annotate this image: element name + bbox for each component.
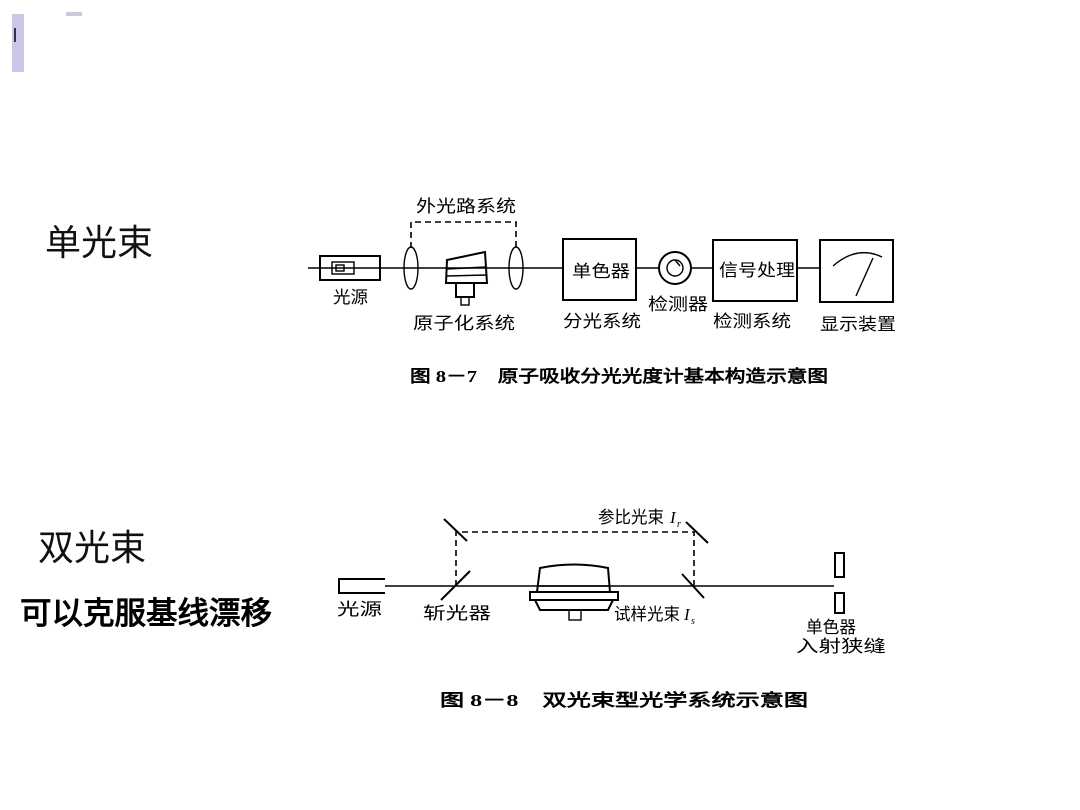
lamp-core <box>335 264 345 272</box>
double-beam-heading: 双光束 <box>38 528 146 568</box>
burner-body <box>455 282 475 298</box>
lens-1 <box>403 246 419 290</box>
light-source-lamp <box>319 255 381 281</box>
sample-beam-subscript: s <box>691 616 695 627</box>
dispersion-system-label: 分光系统 <box>563 312 641 331</box>
slit-jaw-lower <box>834 592 845 614</box>
light-source-lamp <box>338 578 385 594</box>
burner-flame-zone <box>535 563 612 593</box>
reference-beam-label: 参比光束 <box>598 508 664 527</box>
burner-head <box>444 250 489 284</box>
detection-system-label: 检测系统 <box>713 312 791 331</box>
detector-icon <box>658 251 692 285</box>
burner-slots <box>446 266 487 277</box>
meter-needle <box>855 257 874 297</box>
chopper-label: 斩光器 <box>423 604 491 623</box>
double-beam-note: 可以克服基线漂移 <box>20 596 272 631</box>
detector-label: 检测器 <box>648 295 708 314</box>
mirror-top-left <box>443 518 468 542</box>
display-box <box>819 239 894 303</box>
light-source-label: 光源 <box>333 288 368 307</box>
figure-double-beam: 参比光束 I r 光源 斩光器 试样光束 I s <box>337 508 886 710</box>
burner-head <box>529 591 619 601</box>
atomizer-label: 原子化系统 <box>413 314 515 333</box>
slide-decoration <box>12 12 82 72</box>
sample-beam-symbol: I <box>683 605 691 624</box>
slit-jaw-upper <box>834 552 845 578</box>
accent-dash <box>66 12 82 16</box>
signal-processing-box <box>712 239 798 302</box>
detector-mark <box>674 259 681 267</box>
lens-2 <box>508 246 524 290</box>
entrance-slit-label: 入射狭缝 <box>796 637 886 656</box>
signal-processing-label: 信号处理 <box>719 261 795 280</box>
external-optical-path-label: 外光路系统 <box>416 197 516 216</box>
burner-stem <box>568 609 582 621</box>
reference-beam-path <box>455 531 695 586</box>
sample-burner <box>529 563 619 621</box>
monochromator-label: 单色器 <box>806 618 856 637</box>
display-meter-icon <box>819 239 894 303</box>
accent-tick <box>14 28 16 42</box>
lamp-housing <box>319 255 381 281</box>
lamp-cathode <box>331 261 355 275</box>
reference-beam-subscript: r <box>677 519 681 530</box>
atomizer-burner <box>444 250 489 306</box>
detector-inner <box>666 259 684 277</box>
figure-8-7-caption: 图 8－7 原子吸收分光光度计基本构造示意图 <box>410 366 828 386</box>
sample-beam-label: 试样光束 <box>614 605 680 624</box>
figure-single-beam: 外光路系统 光源 原子化系统 单色器 分光系统 <box>308 197 896 386</box>
figure-8-8-caption: 图 8－8 双光束型光学系统示意图 <box>440 690 808 710</box>
single-beam-heading: 单光束 <box>45 223 153 263</box>
burner-stem <box>460 296 470 306</box>
external-optical-path-bracket <box>410 221 517 248</box>
monochromator-box <box>562 238 637 301</box>
entrance-slit <box>834 552 845 614</box>
mirror-top-right <box>685 521 709 544</box>
detector-outer <box>658 251 692 285</box>
reference-beam-symbol: I <box>669 508 677 527</box>
monochromator-label: 单色器 <box>572 262 630 281</box>
light-source-label: 光源 <box>337 600 382 619</box>
accent-bar <box>12 14 24 72</box>
display-label: 显示装置 <box>820 315 896 334</box>
burner-base <box>533 599 615 611</box>
meter-scale-arc <box>832 251 883 267</box>
